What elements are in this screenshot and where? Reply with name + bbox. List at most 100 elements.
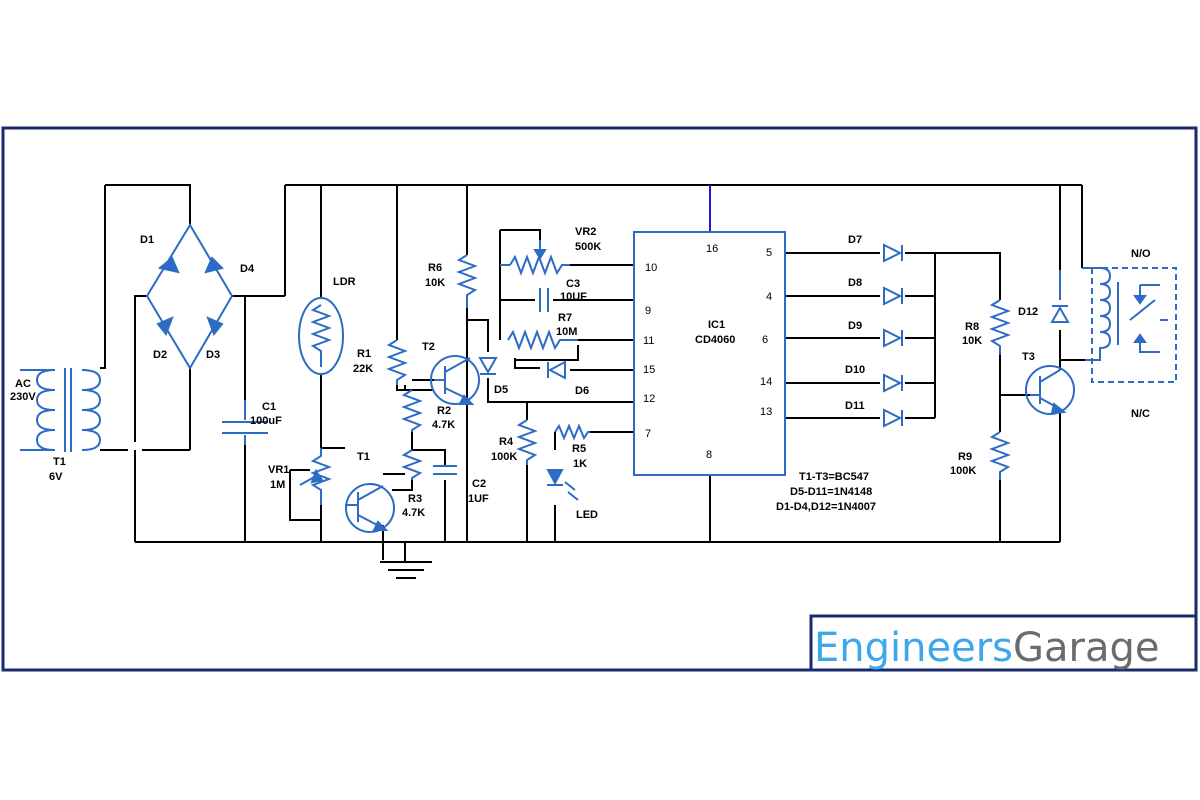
label-d11: D11	[845, 400, 865, 412]
label-r5-value: 1K	[573, 458, 587, 470]
wires	[100, 184, 1085, 560]
label-relay-nc: N/C	[1131, 408, 1150, 420]
diode-d6	[547, 360, 566, 380]
label-c3-value: 10UF	[560, 291, 587, 303]
label-vr2-value: 500K	[575, 241, 601, 253]
resistor-r4	[516, 419, 538, 465]
label-r6: R6	[428, 262, 442, 274]
led	[546, 469, 579, 501]
pin-13: 13	[760, 406, 772, 418]
potentiometer-vr2	[500, 240, 570, 276]
pin-15: 15	[643, 364, 655, 376]
label-r6-value: 10K	[425, 277, 445, 289]
logo: EngineersGarage	[809, 614, 1198, 672]
label-r8-value: 10K	[962, 335, 982, 347]
resistor-r8	[989, 299, 1011, 355]
bridge-rectifier	[145, 223, 234, 370]
pin-9: 9	[645, 305, 651, 317]
label-r7-value: 10M	[556, 326, 577, 338]
label-ic1: IC1	[708, 319, 725, 331]
ground-symbol	[380, 542, 432, 579]
label-vr1: VR1	[268, 464, 289, 476]
svg-text:EngineersGarage: EngineersGarage	[814, 625, 1159, 671]
label-d3: D3	[206, 349, 220, 361]
resistor-r6	[456, 254, 478, 308]
label-ic1-part: CD4060	[695, 334, 735, 346]
label-r2: R2	[437, 405, 451, 417]
pin-12: 12	[643, 393, 655, 405]
capacitor-c3	[539, 288, 549, 312]
diode-d5	[478, 357, 498, 375]
note-transistors: T1-T3=BC547	[799, 471, 869, 483]
label-d2: D2	[153, 349, 167, 361]
label-r7: R7	[558, 312, 572, 324]
transistor-t3	[1025, 365, 1075, 415]
ldr-sensor	[298, 297, 344, 375]
label-vr2: VR2	[575, 226, 596, 238]
diode-d12	[1050, 270, 1070, 323]
pin-11: 11	[643, 335, 654, 347]
resistor-r9	[989, 431, 1011, 480]
transformer-t1	[20, 368, 102, 452]
ic-pin-numbers: 16 10 9 11 15 12 7 8 5 4 6 14 13	[643, 243, 772, 461]
label-ac: AC	[15, 378, 31, 390]
label-t1-voltage: 6V	[49, 471, 63, 483]
potentiometer-vr1	[299, 448, 332, 505]
label-r9-value: 100K	[950, 465, 976, 477]
label-c2: C2	[472, 478, 486, 490]
ic1-cd4060	[633, 231, 786, 476]
label-d9: D9	[848, 320, 862, 332]
label-r1-value: 22K	[353, 363, 373, 375]
relay	[1082, 267, 1177, 383]
pin-14: 14	[760, 376, 772, 388]
label-r2-value: 4.7K	[432, 419, 455, 431]
label-ldr: LDR	[333, 276, 356, 288]
resistor-r2	[401, 389, 423, 432]
pin-4: 4	[766, 291, 772, 303]
label-led: LED	[576, 509, 598, 521]
pin-8: 8	[706, 449, 712, 461]
label-r3-value: 4.7K	[402, 507, 425, 519]
label-c2-value: 1UF	[468, 493, 489, 505]
label-r5: R5	[572, 443, 586, 455]
label-d5: D5	[494, 384, 508, 396]
label-t1-transistor: T1	[357, 451, 370, 463]
label-d10: D10	[845, 364, 865, 376]
label-r4-value: 100K	[491, 451, 517, 463]
pin-7: 7	[645, 428, 651, 440]
label-d4: D4	[240, 263, 255, 275]
label-vr1-value: 1M	[270, 479, 285, 491]
resistor-r5	[554, 423, 590, 441]
resistor-r3	[401, 449, 423, 480]
logo-text-engineers: Engineers	[814, 625, 1013, 671]
label-r1: R1	[357, 348, 371, 360]
diagram-frame	[1, 126, 1198, 672]
pin-10: 10	[645, 262, 657, 274]
label-d7: D7	[848, 234, 862, 246]
component-labels: AC 230V T1 6V D1 D2 D3 D4 C1 100uF LDR V…	[10, 226, 1151, 521]
label-d8: D8	[848, 277, 862, 289]
note-diodes-power: D1-D4,D12=1N4007	[776, 501, 876, 513]
resistor-r7	[507, 329, 578, 351]
resistor-r1	[386, 339, 408, 385]
note-diodes-signal: D5-D11=1N4148	[790, 486, 872, 498]
label-r3: R3	[408, 493, 422, 505]
label-d6: D6	[575, 385, 589, 397]
capacitor-c1	[222, 400, 268, 445]
label-c1-value: 100uF	[250, 415, 282, 427]
pin-16: 16	[706, 243, 718, 255]
pin-6: 6	[762, 334, 768, 346]
label-c3: C3	[566, 278, 580, 290]
capacitor-c2	[433, 465, 457, 475]
label-d1: D1	[140, 234, 154, 246]
label-t2: T2	[422, 341, 435, 353]
label-c1: C1	[262, 401, 276, 413]
pin-5: 5	[766, 247, 772, 259]
transistor-t1	[345, 483, 395, 533]
label-relay-no: N/O	[1131, 248, 1151, 260]
label-r9: R9	[958, 451, 972, 463]
diode-array	[883, 243, 903, 428]
label-t3: T3	[1022, 351, 1035, 363]
label-r8: R8	[965, 321, 979, 333]
